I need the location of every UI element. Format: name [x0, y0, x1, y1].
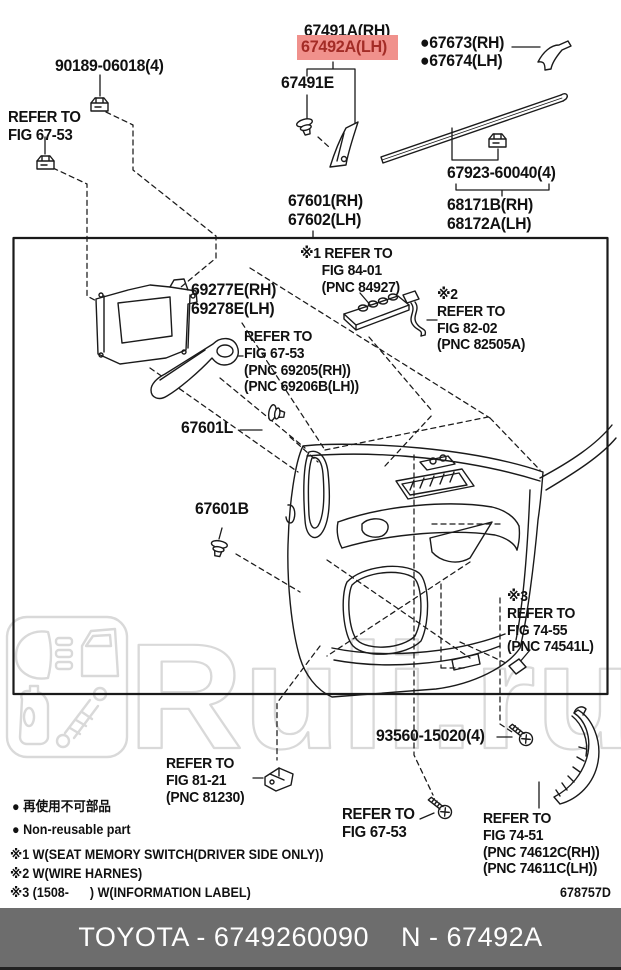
- legend-non-reusable-en: ● Non-reusable part: [12, 822, 131, 837]
- inside-handle-frame-drawing: [95, 278, 198, 365]
- note3-refer-fig74-55: ※3 REFER TO FIG 74-55 (PNC 74541L): [507, 588, 594, 656]
- clip-90189: [90, 97, 109, 112]
- clip-67923: [488, 133, 507, 148]
- door-trim-panel-drawing: [285, 424, 617, 698]
- information-label-drawing: [508, 658, 527, 675]
- note2-refer-fig82-02: ※2 REFER TO FIG 82-02 (PNC 82505A): [437, 286, 526, 354]
- part-number-67674: ●67674(LH): [420, 51, 503, 70]
- legend-non-reusable-jp: ● 再使用不可部品: [12, 799, 111, 814]
- screw-93560: [507, 718, 536, 749]
- watermark-text: Ruli.ru: [128, 612, 621, 780]
- part-number-93560: 93560-15020(4): [376, 726, 485, 745]
- refer-fig81-21: REFER TO FIG 81-21 (PNC 81230): [166, 755, 245, 806]
- bracket-67673-drawing: [537, 40, 572, 71]
- refer-fig67-53-bottom: REFER TO FIG 67-53: [342, 806, 415, 841]
- part-number-69277: 69277E(RH) 69278E(LH): [191, 280, 277, 319]
- belt-moulding-drawing: [380, 93, 568, 164]
- window-switch-drawing: [343, 293, 410, 331]
- footer-part-reference: TOYOTA - 6749260090 N - 67492A: [78, 922, 543, 952]
- diagram-frame-box: [12, 236, 609, 696]
- part-number-67492a: 67492A(LH): [301, 37, 388, 56]
- part-number-67673: ●67673(RH): [420, 33, 505, 52]
- refer-fig67-53-handle: REFER TO FIG 67-53 (PNC 69205(RH)) (PNC …: [244, 328, 359, 396]
- part-number-67923: 67923-60040(4): [447, 163, 556, 182]
- footnote-2: ※2 W(WIRE HARNES): [10, 866, 143, 881]
- front-pillar-garnish-drawing: [553, 706, 600, 805]
- part-number-90189: 90189-06018(4): [55, 56, 164, 75]
- sail-garnish-drawing: [329, 121, 359, 168]
- part-number-67601: 67601(RH) 67602(LH): [288, 191, 363, 230]
- clip-67601l: [266, 403, 287, 424]
- oil-jug-icon: [18, 684, 50, 746]
- clip-67601b: [208, 538, 229, 559]
- footnote-3: ※3 (1508- ) W(INFORMATION LABEL): [10, 885, 251, 900]
- note1-refer-fig84-01: ※1 REFER TO FIG 84-01 (PNC 84927): [300, 245, 400, 296]
- wire-harness-drawing: [402, 290, 427, 337]
- highlighted-part-67492a[interactable]: 67492A(LH): [297, 35, 398, 60]
- footer-bar: TOYOTA - 6749260090 N - 67492A: [0, 908, 621, 970]
- car-door-icon: [80, 627, 120, 678]
- inside-handle-drawing: [150, 337, 239, 400]
- headlight-icon: [14, 630, 53, 680]
- refer-fig74-51: REFER TO FIG 74-51 (PNC 74612C(RH)) (PNC…: [483, 810, 600, 878]
- part-number-68171: 68171B(RH) 68172A(LH): [447, 195, 533, 234]
- screw-fig67-53: [426, 791, 455, 822]
- diagram-code: 678757D: [560, 885, 611, 900]
- part-number-67601l: 67601L: [181, 418, 233, 437]
- footnote-1: ※1 W(SEAT MEMORY SWITCH(DRIVER SIDE ONLY…: [10, 847, 324, 862]
- refer-fig67-53-top: REFER TO FIG 67-53: [8, 109, 81, 144]
- courtesy-lamp-drawing: [264, 767, 294, 792]
- clip-fig67-53: [36, 155, 55, 170]
- pin-67491e: [295, 116, 317, 138]
- part-number-67601b: 67601B: [195, 499, 249, 518]
- part-number-67491e: 67491E: [281, 73, 334, 92]
